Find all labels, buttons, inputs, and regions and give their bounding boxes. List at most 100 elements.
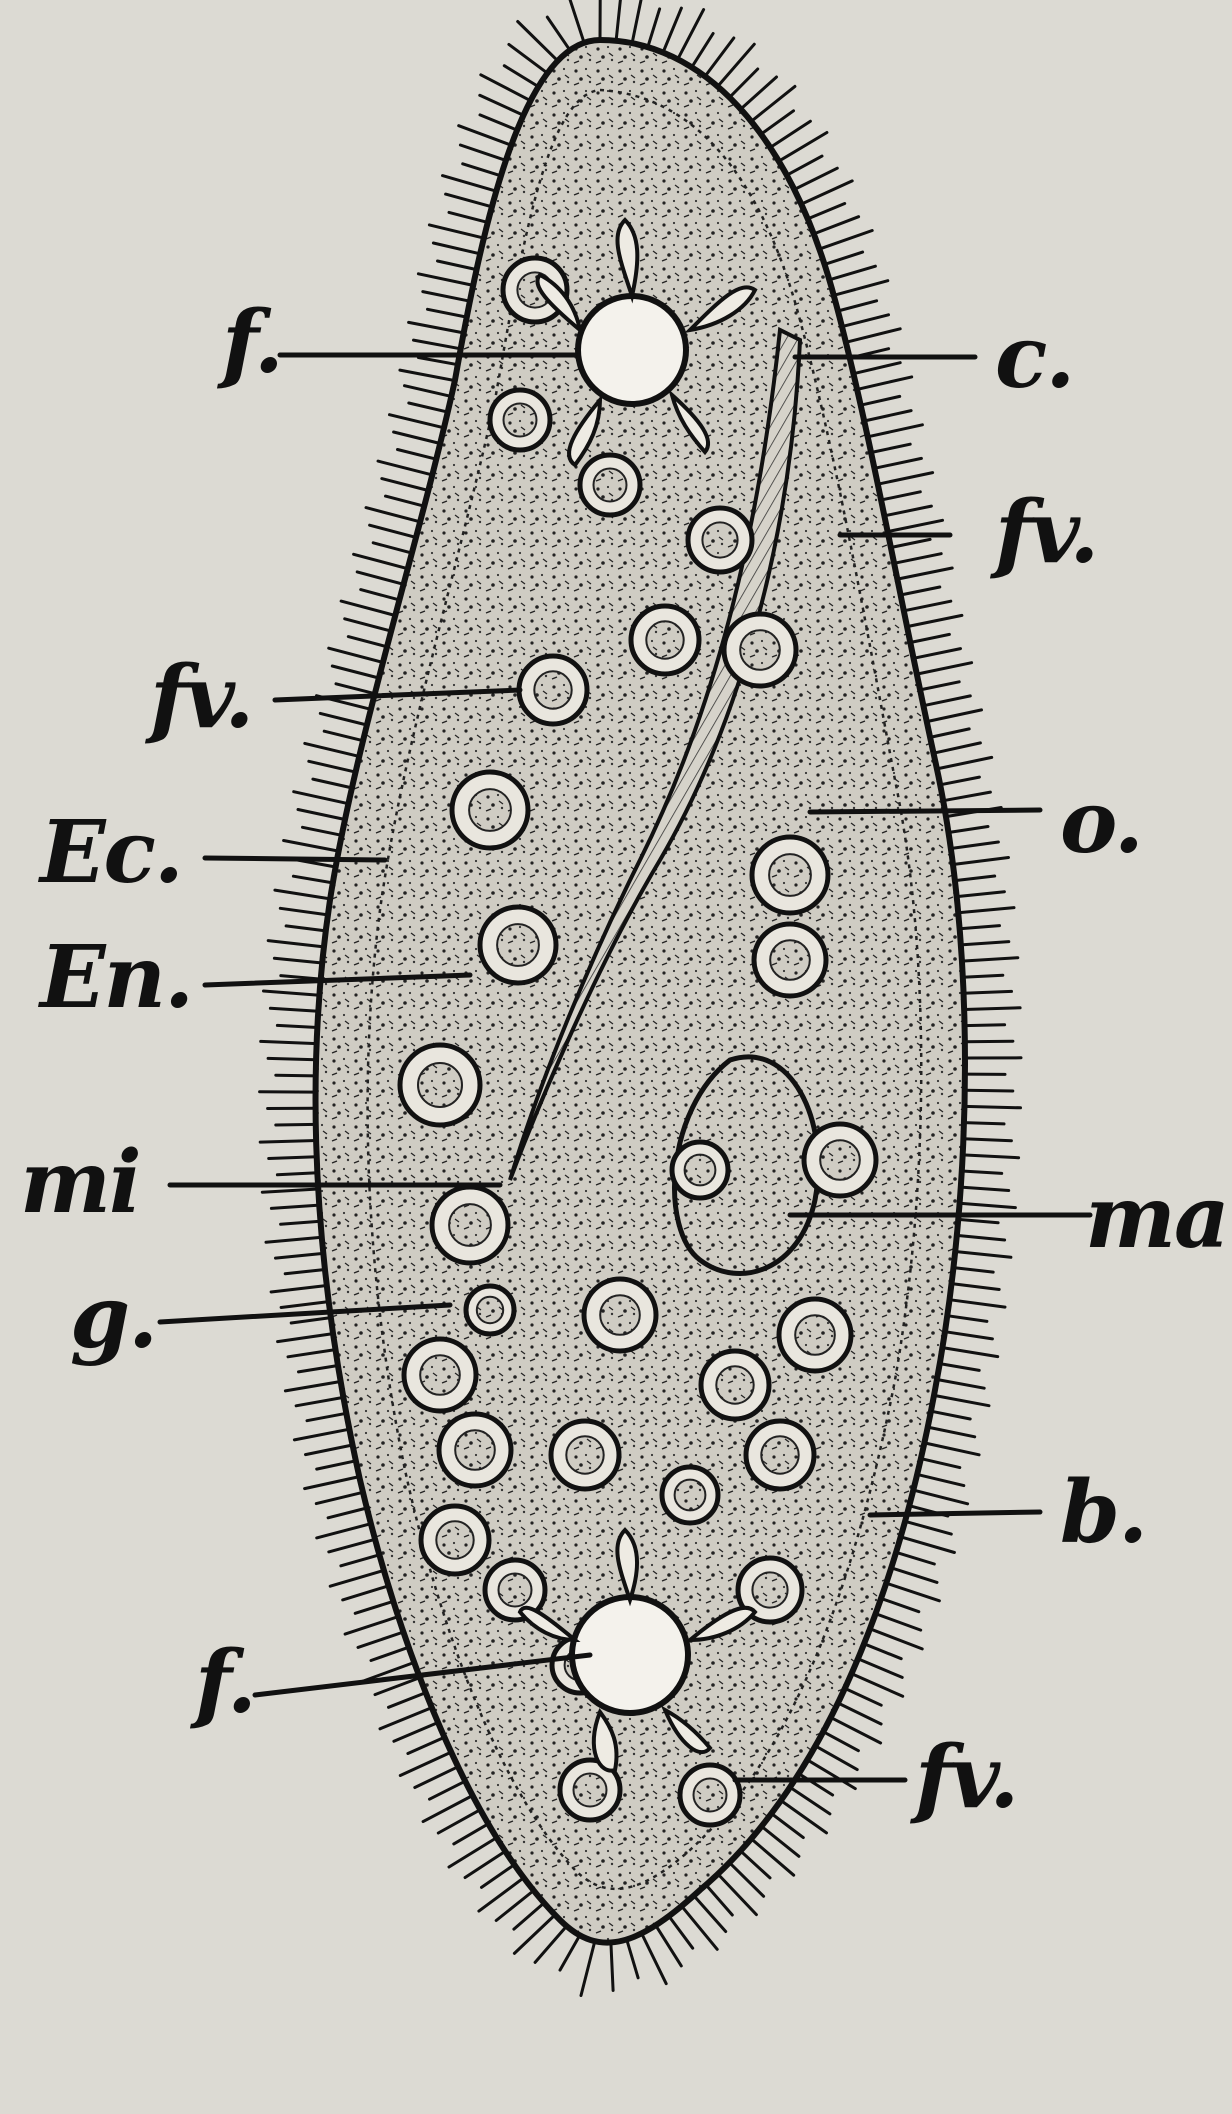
cilium <box>307 1413 346 1420</box>
label-gullet-g: g. <box>70 1275 156 1361</box>
cilium <box>348 637 387 647</box>
cilium <box>415 1767 458 1788</box>
cilium <box>430 1781 466 1799</box>
cilium <box>955 1252 1011 1258</box>
food-vacuole <box>490 390 550 450</box>
cilium <box>891 1568 937 1583</box>
cilium <box>266 1237 322 1242</box>
food-vacuole <box>688 508 752 572</box>
cilium <box>953 858 1009 865</box>
cilium <box>965 1025 1005 1026</box>
cilium <box>858 1659 902 1678</box>
cilium <box>438 261 477 270</box>
cilium <box>355 1601 393 1613</box>
cilium <box>271 1205 319 1208</box>
cilium <box>884 506 931 516</box>
label-food-vacuole-bottom: f. <box>195 1640 255 1726</box>
food-vacuole <box>754 924 826 996</box>
cilium <box>957 1235 1005 1240</box>
food-vacuole <box>752 837 828 913</box>
cilium <box>394 1723 438 1742</box>
cilium <box>361 590 400 600</box>
label-endoplasm: En. <box>40 935 192 1021</box>
cilium <box>345 619 391 631</box>
cilium <box>876 1614 921 1630</box>
cilium <box>825 252 863 264</box>
cilium <box>870 1629 922 1649</box>
cilium <box>937 757 992 769</box>
cilium <box>280 908 328 915</box>
cilium <box>901 1537 955 1553</box>
food-vacuole <box>519 656 587 724</box>
cilium <box>414 340 461 349</box>
cilium <box>336 684 375 694</box>
cilium <box>913 1490 967 1504</box>
cilium <box>881 492 920 500</box>
cilium <box>852 1674 903 1697</box>
cilium <box>504 66 538 87</box>
cilium <box>930 729 969 738</box>
cilium <box>928 1427 975 1437</box>
cilium <box>293 876 332 883</box>
cilium <box>275 890 330 899</box>
cilium <box>296 1397 343 1405</box>
cilium <box>400 1752 451 1775</box>
cilium <box>949 827 989 833</box>
cilium <box>897 568 952 579</box>
cilium <box>394 432 441 444</box>
cilium <box>261 1041 317 1043</box>
cilium <box>952 1284 1000 1290</box>
cilium <box>389 1693 426 1708</box>
cilium <box>861 396 900 405</box>
cilium <box>706 1885 732 1915</box>
contractile-vacuole-top <box>578 296 686 404</box>
cilium <box>299 1366 339 1372</box>
cilium <box>846 329 900 343</box>
cilium <box>823 1732 858 1751</box>
cilium <box>648 9 660 47</box>
food-vacuole <box>680 1765 740 1825</box>
food-vacuole <box>421 1506 489 1574</box>
food-vacuole <box>580 455 640 515</box>
cilium <box>547 17 570 50</box>
cilium <box>276 1124 316 1125</box>
food-vacuole <box>746 1421 814 1489</box>
cilium <box>386 496 425 506</box>
cilium <box>270 1008 318 1011</box>
cilium <box>330 1570 384 1586</box>
cilium <box>881 1598 919 1611</box>
cilium <box>429 225 483 238</box>
cilium <box>910 634 949 642</box>
cilium <box>927 710 982 722</box>
label-food-vacuole-top: f. <box>222 300 282 386</box>
cilium <box>868 425 923 437</box>
cilium <box>305 1477 360 1489</box>
cilium <box>305 743 359 756</box>
cilium <box>291 1318 331 1323</box>
cilium <box>560 1935 580 1970</box>
cilium <box>288 1350 335 1357</box>
cilium <box>934 743 981 753</box>
label-fv-right-upper: fv. <box>995 490 1097 576</box>
cilium <box>332 666 379 678</box>
cilium <box>875 458 922 468</box>
cilium <box>960 926 1000 929</box>
cilium <box>281 1221 321 1224</box>
cilium <box>917 663 972 674</box>
cilium <box>264 991 320 995</box>
cilium <box>962 1171 1002 1173</box>
cilium <box>284 841 339 852</box>
cilium <box>961 1187 1009 1190</box>
food-vacuole <box>452 772 528 848</box>
cilium <box>370 525 416 537</box>
label-b: b. <box>1060 1470 1146 1556</box>
cilium <box>965 1041 1013 1042</box>
cilium <box>320 713 367 725</box>
cilium <box>341 601 395 615</box>
cilium <box>864 1644 901 1659</box>
cilium <box>509 44 547 73</box>
cilium <box>917 1474 964 1485</box>
cilium <box>428 309 467 317</box>
cilium <box>269 1157 317 1159</box>
cilium <box>886 1583 939 1601</box>
